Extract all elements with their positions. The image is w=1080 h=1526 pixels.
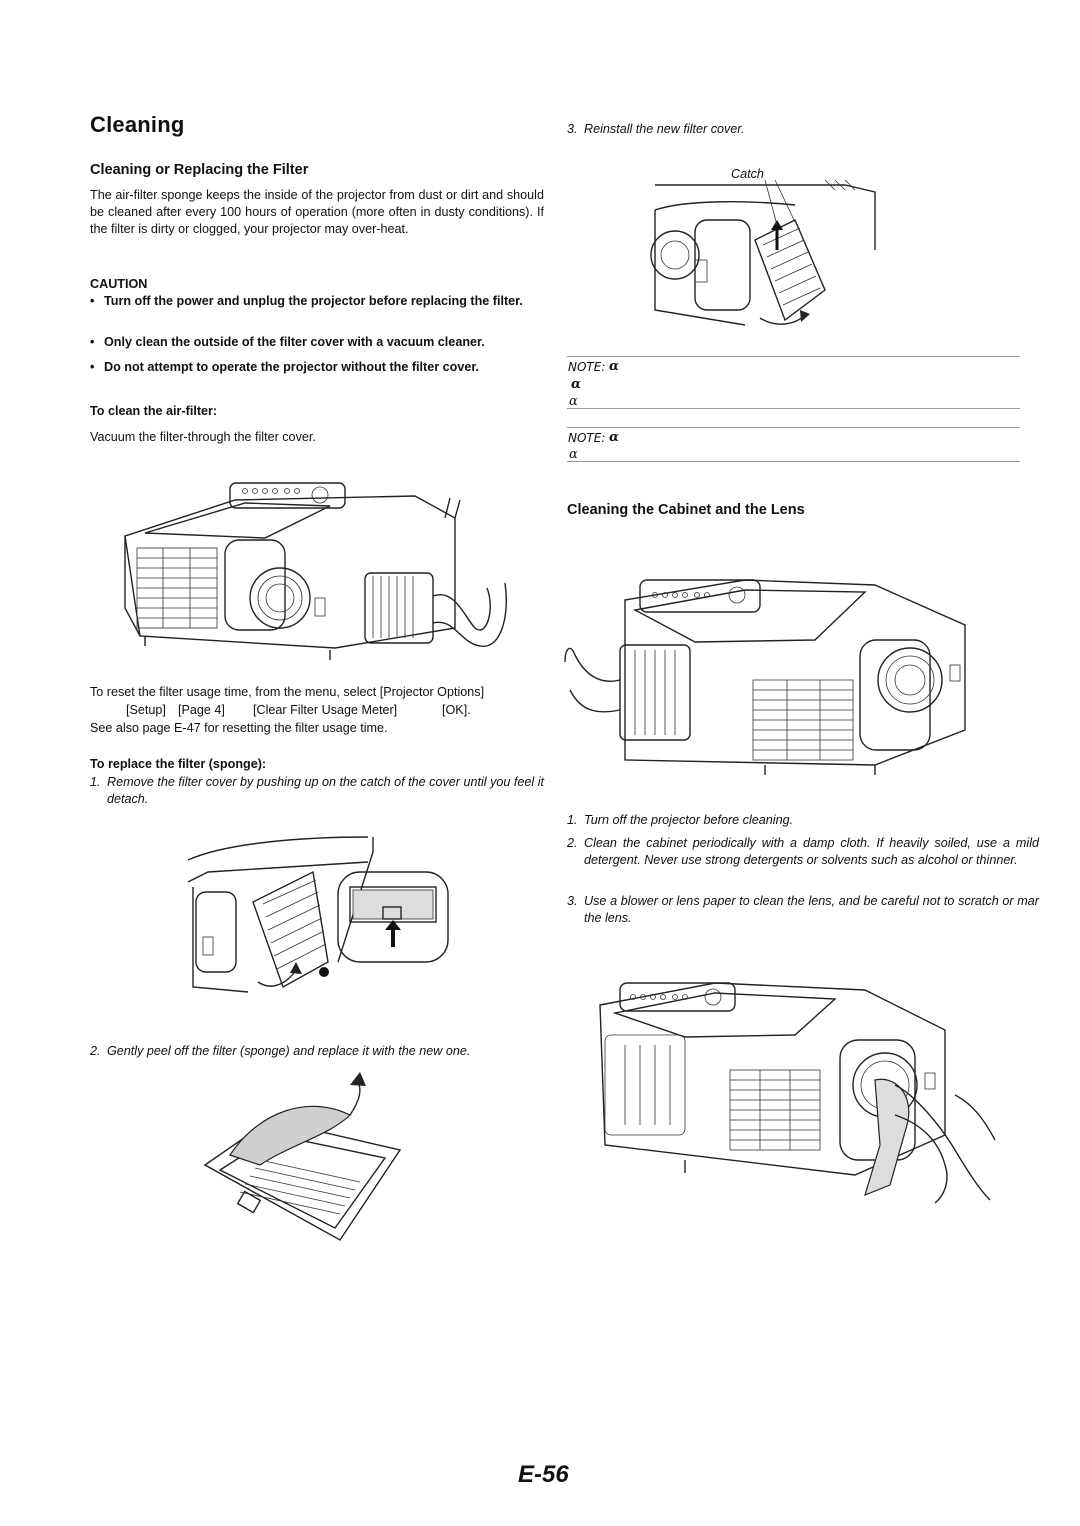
reset-menu-clear: [Clear Filter Usage Meter] <box>253 703 398 717</box>
note2-bottom-rule <box>567 461 1020 462</box>
caution-heading: CAUTION <box>90 277 148 291</box>
note1-label: NOTE: <box>568 360 606 374</box>
page-title: Cleaning <box>90 112 185 137</box>
clean-lens-illustration <box>599 982 996 1204</box>
reset-menu-setup: [Setup] <box>126 703 166 717</box>
replace-step-2: 2.Gently peel off the filter (sponge) an… <box>90 1044 471 1058</box>
air-filter-text: Vacuum the filter-through the filter cov… <box>90 430 316 444</box>
replace-filter-heading: To replace the filter (sponge): <box>90 757 267 771</box>
vacuum-cabinet-illustration <box>564 579 966 775</box>
remove-filter-cover-illustration <box>187 836 449 993</box>
reset-see-also: See also page E-47 for resetting the fil… <box>90 721 388 735</box>
note2-alpha-symbol: α <box>609 430 620 445</box>
catch-callout-label: Catch <box>731 167 764 181</box>
cabinet-step-1: 1.Turn off the projector before cleaning… <box>567 813 794 827</box>
cabinet-step-3: 3.Use a blower or lens paper to clean th… <box>567 894 1039 925</box>
air-filter-heading: To clean the air-filter: <box>90 404 218 418</box>
caution-item: •Only clean the outside of the filter co… <box>90 335 485 349</box>
page-number: E-56 <box>518 1461 569 1488</box>
projector-vacuum-illustration <box>124 482 507 660</box>
cabinet-section-heading: Cleaning the Cabinet and the Lens <box>567 502 805 518</box>
note2-label: NOTE: <box>568 431 606 445</box>
note2-top-rule <box>567 427 1020 428</box>
caution-item: •Turn off the power and unplug the proje… <box>90 294 523 308</box>
caution-item: •Do not attempt to operate the projector… <box>90 360 480 374</box>
cabinet-step-2: 2.Clean the cabinet periodically with a … <box>567 836 1039 867</box>
filter-section-heading: Cleaning or Replacing the Filter <box>90 162 309 178</box>
reset-instruction: To reset the filter usage time, from the… <box>90 685 485 699</box>
peel-filter-sponge-illustration <box>203 1072 402 1241</box>
replace-step-1: 1.Remove the filter cover by pushing up … <box>90 775 544 806</box>
note1-alpha-line2: α <box>571 377 582 392</box>
reinstall-filter-cover-illustration <box>650 179 876 326</box>
note1-alpha-symbol: α <box>609 359 620 374</box>
note1-bottom-rule <box>567 408 1020 409</box>
note2-alpha-line2: α <box>569 447 578 462</box>
reset-menu-page: [Page 4] <box>178 703 225 717</box>
reset-menu-ok: [OK]. <box>442 703 471 717</box>
note1-top-rule <box>567 356 1020 357</box>
reinstall-step-3: 3.Reinstall the new filter cover. <box>567 122 745 136</box>
note1-alpha-line3: α <box>569 394 578 409</box>
filter-intro-text: The air-filter sponge keeps the inside o… <box>90 188 544 236</box>
